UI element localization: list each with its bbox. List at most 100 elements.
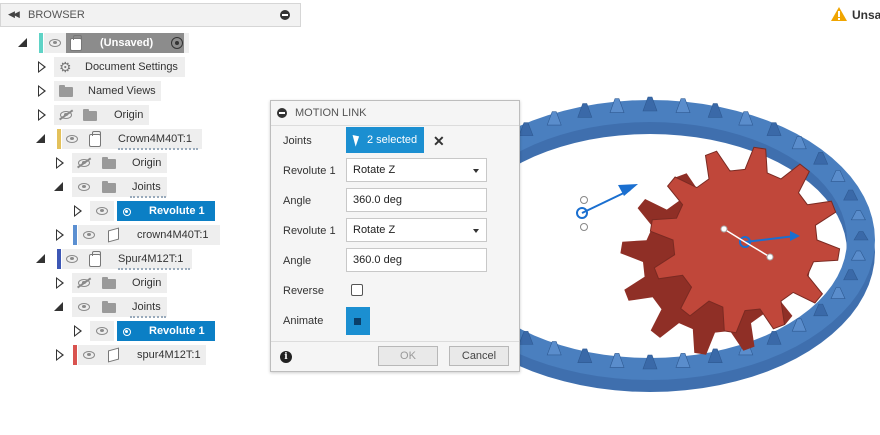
joint-gizmo-spur[interactable] bbox=[720, 225, 800, 261]
angle1-label: Angle bbox=[283, 195, 312, 207]
expand-toggle-icon[interactable] bbox=[54, 182, 63, 191]
chevron-down-icon bbox=[473, 229, 479, 233]
animate-label: Animate bbox=[283, 315, 324, 327]
revolute2-motion-select[interactable]: Rotate Z bbox=[346, 218, 487, 242]
revolute-joint-icon bbox=[123, 208, 131, 216]
expand-toggle-icon[interactable] bbox=[56, 349, 64, 361]
tree-item-crown-origin[interactable]: Origin bbox=[56, 153, 171, 173]
tree-item-label: Origin bbox=[132, 157, 162, 169]
reverse-checkbox[interactable] bbox=[351, 284, 363, 296]
folder-icon bbox=[102, 277, 116, 289]
angle2-value: 360.0 deg bbox=[353, 254, 402, 266]
expand-toggle-icon[interactable] bbox=[74, 205, 82, 217]
visibility-eye-icon[interactable] bbox=[96, 207, 108, 215]
info-icon[interactable]: i bbox=[280, 351, 292, 363]
tree-item-crown-joints[interactable]: Joints bbox=[54, 177, 172, 198]
tree-root[interactable]: (Unsaved) bbox=[18, 33, 193, 53]
ok-button[interactable]: OK bbox=[378, 346, 438, 366]
reverse-label: Reverse bbox=[283, 285, 324, 297]
clear-selection-icon[interactable]: ✕ bbox=[433, 133, 445, 149]
expand-toggle-icon[interactable] bbox=[38, 61, 46, 73]
expand-toggle-icon[interactable] bbox=[38, 85, 46, 97]
expand-toggle-icon[interactable] bbox=[74, 325, 82, 337]
browser-title: BROWSER bbox=[28, 9, 85, 21]
expand-toggle-icon[interactable] bbox=[36, 134, 45, 143]
dialog-collapse-icon[interactable] bbox=[277, 108, 287, 118]
dialog-header[interactable]: MOTION LINK bbox=[271, 101, 519, 126]
revolute1-motion-select[interactable]: Rotate Z bbox=[346, 158, 487, 182]
expand-toggle-icon[interactable] bbox=[56, 277, 64, 289]
tree-item-spur-origin[interactable]: Origin bbox=[56, 273, 171, 293]
cancel-button[interactable]: Cancel bbox=[449, 346, 509, 366]
tree-item-label: Document Settings bbox=[85, 61, 178, 73]
expand-toggle-icon[interactable] bbox=[18, 38, 27, 47]
browser-minimize-icon[interactable] bbox=[280, 10, 290, 20]
expand-toggle-icon[interactable] bbox=[54, 302, 63, 311]
expand-toggle-icon[interactable] bbox=[36, 254, 45, 263]
revolute-joint-icon bbox=[123, 328, 131, 336]
visibility-eye-icon[interactable] bbox=[83, 351, 95, 359]
tree-item-label: Named Views bbox=[88, 85, 156, 97]
tree-item-spur-component[interactable]: Spur4M12T:1 bbox=[36, 249, 196, 270]
tree-item-label: Spur4M12T:1 bbox=[118, 253, 184, 265]
visibility-eye-icon[interactable] bbox=[49, 39, 61, 47]
gear-icon: ⚙ bbox=[59, 59, 72, 75]
visibility-eye-icon[interactable] bbox=[66, 255, 78, 263]
visibility-eye-icon[interactable] bbox=[78, 303, 90, 311]
expand-toggle-icon[interactable] bbox=[56, 157, 64, 169]
visibility-hidden-icon[interactable] bbox=[78, 159, 90, 167]
tree-item-spur-joints[interactable]: Joints bbox=[54, 297, 172, 318]
visibility-eye-icon[interactable] bbox=[78, 183, 90, 191]
angle2-label: Angle bbox=[283, 255, 312, 267]
cursor-arrow-icon bbox=[352, 133, 362, 147]
warning-text: Unsa bbox=[852, 8, 880, 22]
dialog-title: MOTION LINK bbox=[295, 107, 367, 119]
tree-item-label: Origin bbox=[114, 109, 144, 121]
tree-item-spur-revolute[interactable]: Revolute 1 bbox=[74, 321, 216, 341]
unsaved-warning-badge[interactable]: Unsa bbox=[828, 4, 880, 26]
expand-toggle-icon[interactable] bbox=[38, 109, 46, 121]
folder-icon bbox=[102, 181, 116, 193]
tree-item-crown-revolute[interactable]: Revolute 1 bbox=[74, 201, 216, 221]
visibility-eye-icon[interactable] bbox=[96, 327, 108, 335]
tree-item-document-settings[interactable]: ⚙ Document Settings bbox=[38, 57, 188, 77]
tree-item-label: Joints bbox=[132, 301, 161, 313]
visibility-eye-icon[interactable] bbox=[83, 231, 95, 239]
angle1-input[interactable]: 360.0 deg bbox=[346, 188, 487, 212]
angle1-value: 360.0 deg bbox=[353, 194, 402, 206]
expand-toggle-icon[interactable] bbox=[56, 229, 64, 241]
tree-item-crown-body[interactable]: crown4M40T:1 bbox=[56, 225, 221, 245]
tree-item-named-views[interactable]: Named Views bbox=[38, 81, 163, 101]
revolute1-label: Revolute 1 bbox=[283, 165, 336, 177]
tree-item-origin[interactable]: Origin bbox=[38, 105, 153, 125]
folder-icon bbox=[102, 157, 116, 169]
warning-icon bbox=[831, 7, 847, 21]
folder-icon bbox=[102, 301, 116, 313]
visibility-hidden-icon[interactable] bbox=[78, 279, 90, 287]
tree-item-spur-body[interactable]: spur4M12T:1 bbox=[56, 345, 211, 365]
visibility-eye-icon[interactable] bbox=[66, 135, 78, 143]
browser-header: ◀◀ BROWSER bbox=[0, 3, 301, 27]
component-icon bbox=[70, 35, 82, 51]
spur-gear[interactable] bbox=[620, 146, 841, 355]
chevron-down-icon bbox=[473, 169, 479, 173]
visibility-hidden-icon[interactable] bbox=[60, 111, 72, 119]
joints-selected-count: 2 selected bbox=[367, 134, 418, 146]
collapse-panel-icon[interactable]: ◀◀ bbox=[8, 9, 20, 19]
angle2-input[interactable]: 360.0 deg bbox=[346, 248, 487, 272]
tree-item-label: Revolute 1 bbox=[149, 205, 205, 217]
folder-icon bbox=[83, 109, 97, 121]
joints-label: Joints bbox=[283, 135, 312, 147]
activate-radio-icon[interactable] bbox=[171, 37, 183, 49]
tree-item-label: crown4M40T:1 bbox=[137, 229, 209, 241]
component-icon bbox=[89, 251, 101, 267]
tree-item-label: Origin bbox=[132, 277, 162, 289]
joint-gizmo-crown[interactable] bbox=[576, 184, 638, 231]
joints-select-button[interactable]: 2 selected bbox=[346, 127, 424, 153]
revolute2-value: Rotate Z bbox=[353, 224, 396, 236]
tree-item-label: Crown4M40T:1 bbox=[118, 133, 192, 145]
tree-item-crown-component[interactable]: Crown4M40T:1 bbox=[36, 129, 206, 150]
motion-link-dialog: MOTION LINK Joints 2 selected ✕ Revolute… bbox=[270, 100, 520, 372]
animate-stop-button[interactable] bbox=[346, 307, 370, 335]
